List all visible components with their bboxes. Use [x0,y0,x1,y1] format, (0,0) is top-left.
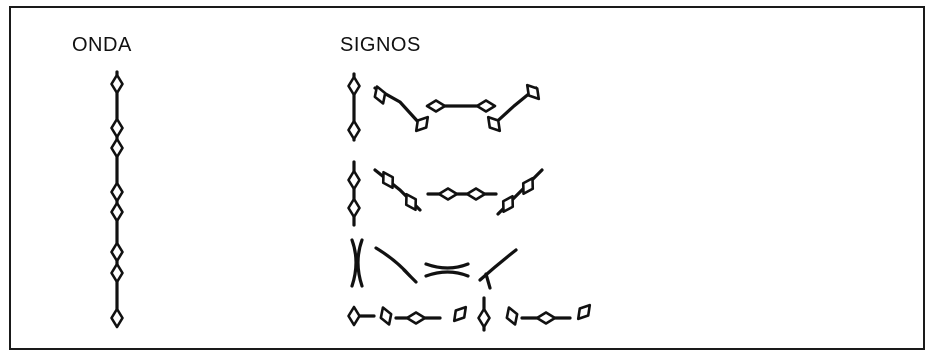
onda-diamond [110,181,124,203]
onda-diamond [110,307,124,329]
onda-diamond [110,137,124,159]
sign-diamond [475,99,497,113]
sign-diamond [477,307,491,329]
sign-diamond [465,187,487,201]
onda-diamond [110,262,124,284]
onda-label: ONDA [72,34,132,56]
sign-diamond [521,80,545,104]
sign-diamond [347,75,361,97]
sign-curve [424,270,470,278]
sign-diamond [535,311,557,325]
sign-diamond [376,304,396,328]
sign-bracket [350,238,358,288]
diagram-frame [9,6,925,350]
sign-diamond [502,304,522,328]
signos-row-3 [350,238,518,290]
sign-diamond [347,197,361,219]
sign-diamond [347,305,361,327]
sign-tick [484,272,492,290]
sign-diamond [347,119,361,141]
onda-diamond [110,117,124,139]
sign-diamond [405,311,427,325]
sign-curve [424,262,470,270]
onda-wave [110,70,124,329]
sign-tick [402,268,418,284]
sign-diamond [347,169,361,191]
signos-row-2 [347,160,544,227]
onda-diamond [110,73,124,95]
sign-curve [478,248,518,282]
sign-diamond [425,99,447,113]
sign-diamond [437,187,459,201]
signos-row-4 [347,296,596,332]
onda-diamond [110,201,124,223]
signos-label: SIGNOS [340,34,421,56]
sign-bracket [356,238,364,288]
onda-diamond [110,241,124,263]
signos-row-1 [347,72,545,142]
sign-diamond [448,302,472,326]
sign-diamond [572,300,596,324]
